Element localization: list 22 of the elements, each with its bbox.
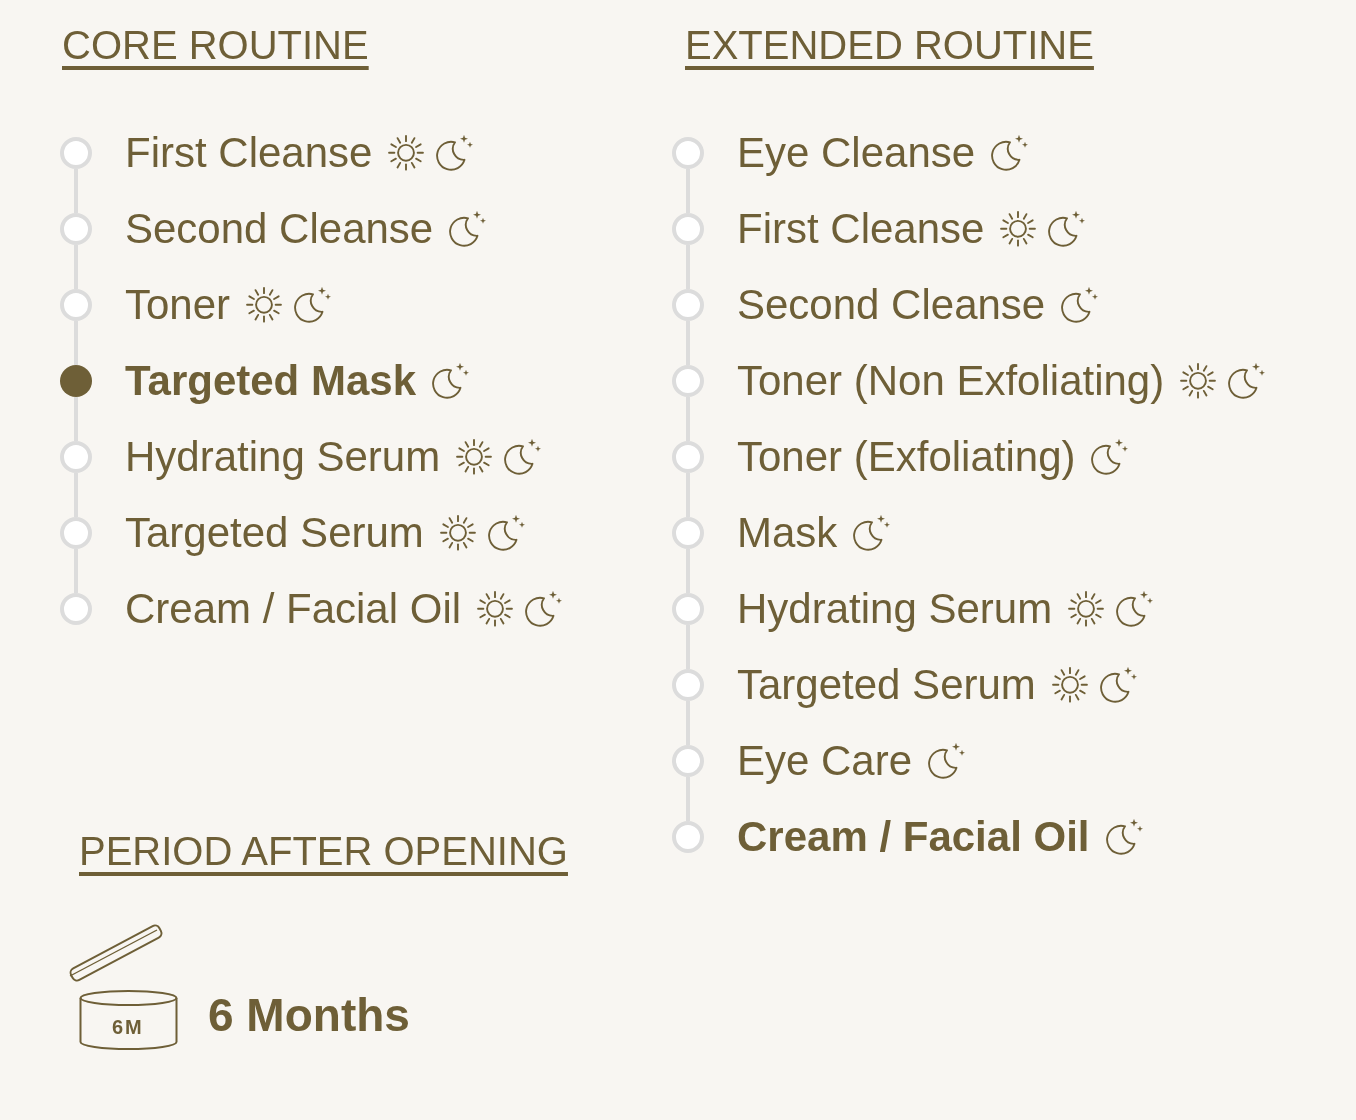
step-name: Second Cleanse <box>737 279 1046 330</box>
step-name: First Cleanse <box>737 203 985 254</box>
section-heading: EXTENDED ROUTINE <box>685 22 1094 69</box>
step-name: Toner <box>125 279 231 330</box>
step-name: Eye Cleanse <box>737 127 976 178</box>
step-name: Eye Care <box>737 735 913 786</box>
step-name: Toner (Exfoliating) <box>737 431 1076 482</box>
step-name: Hydrating Serum <box>125 431 441 482</box>
step-name: Mask <box>737 507 838 558</box>
step-name: Second Cleanse <box>125 203 434 254</box>
period-value: 6 Months <box>208 988 410 1043</box>
step-name: Cream / Facial Oil <box>737 811 1090 862</box>
step-name: Hydrating Serum <box>737 583 1053 634</box>
step-name: Targeted Serum <box>125 507 424 558</box>
section-heading: CORE ROUTINE <box>62 22 369 69</box>
section-heading: PERIOD AFTER OPENING <box>79 828 568 875</box>
step-name: Cream / Facial Oil <box>125 583 462 634</box>
step-name: First Cleanse <box>125 127 373 178</box>
step-name: Toner (Non Exfoliating) <box>737 355 1165 406</box>
step-name: Targeted Mask <box>125 355 416 406</box>
step-name: Targeted Serum <box>737 659 1036 710</box>
jar-label: 6M <box>112 1017 144 1037</box>
